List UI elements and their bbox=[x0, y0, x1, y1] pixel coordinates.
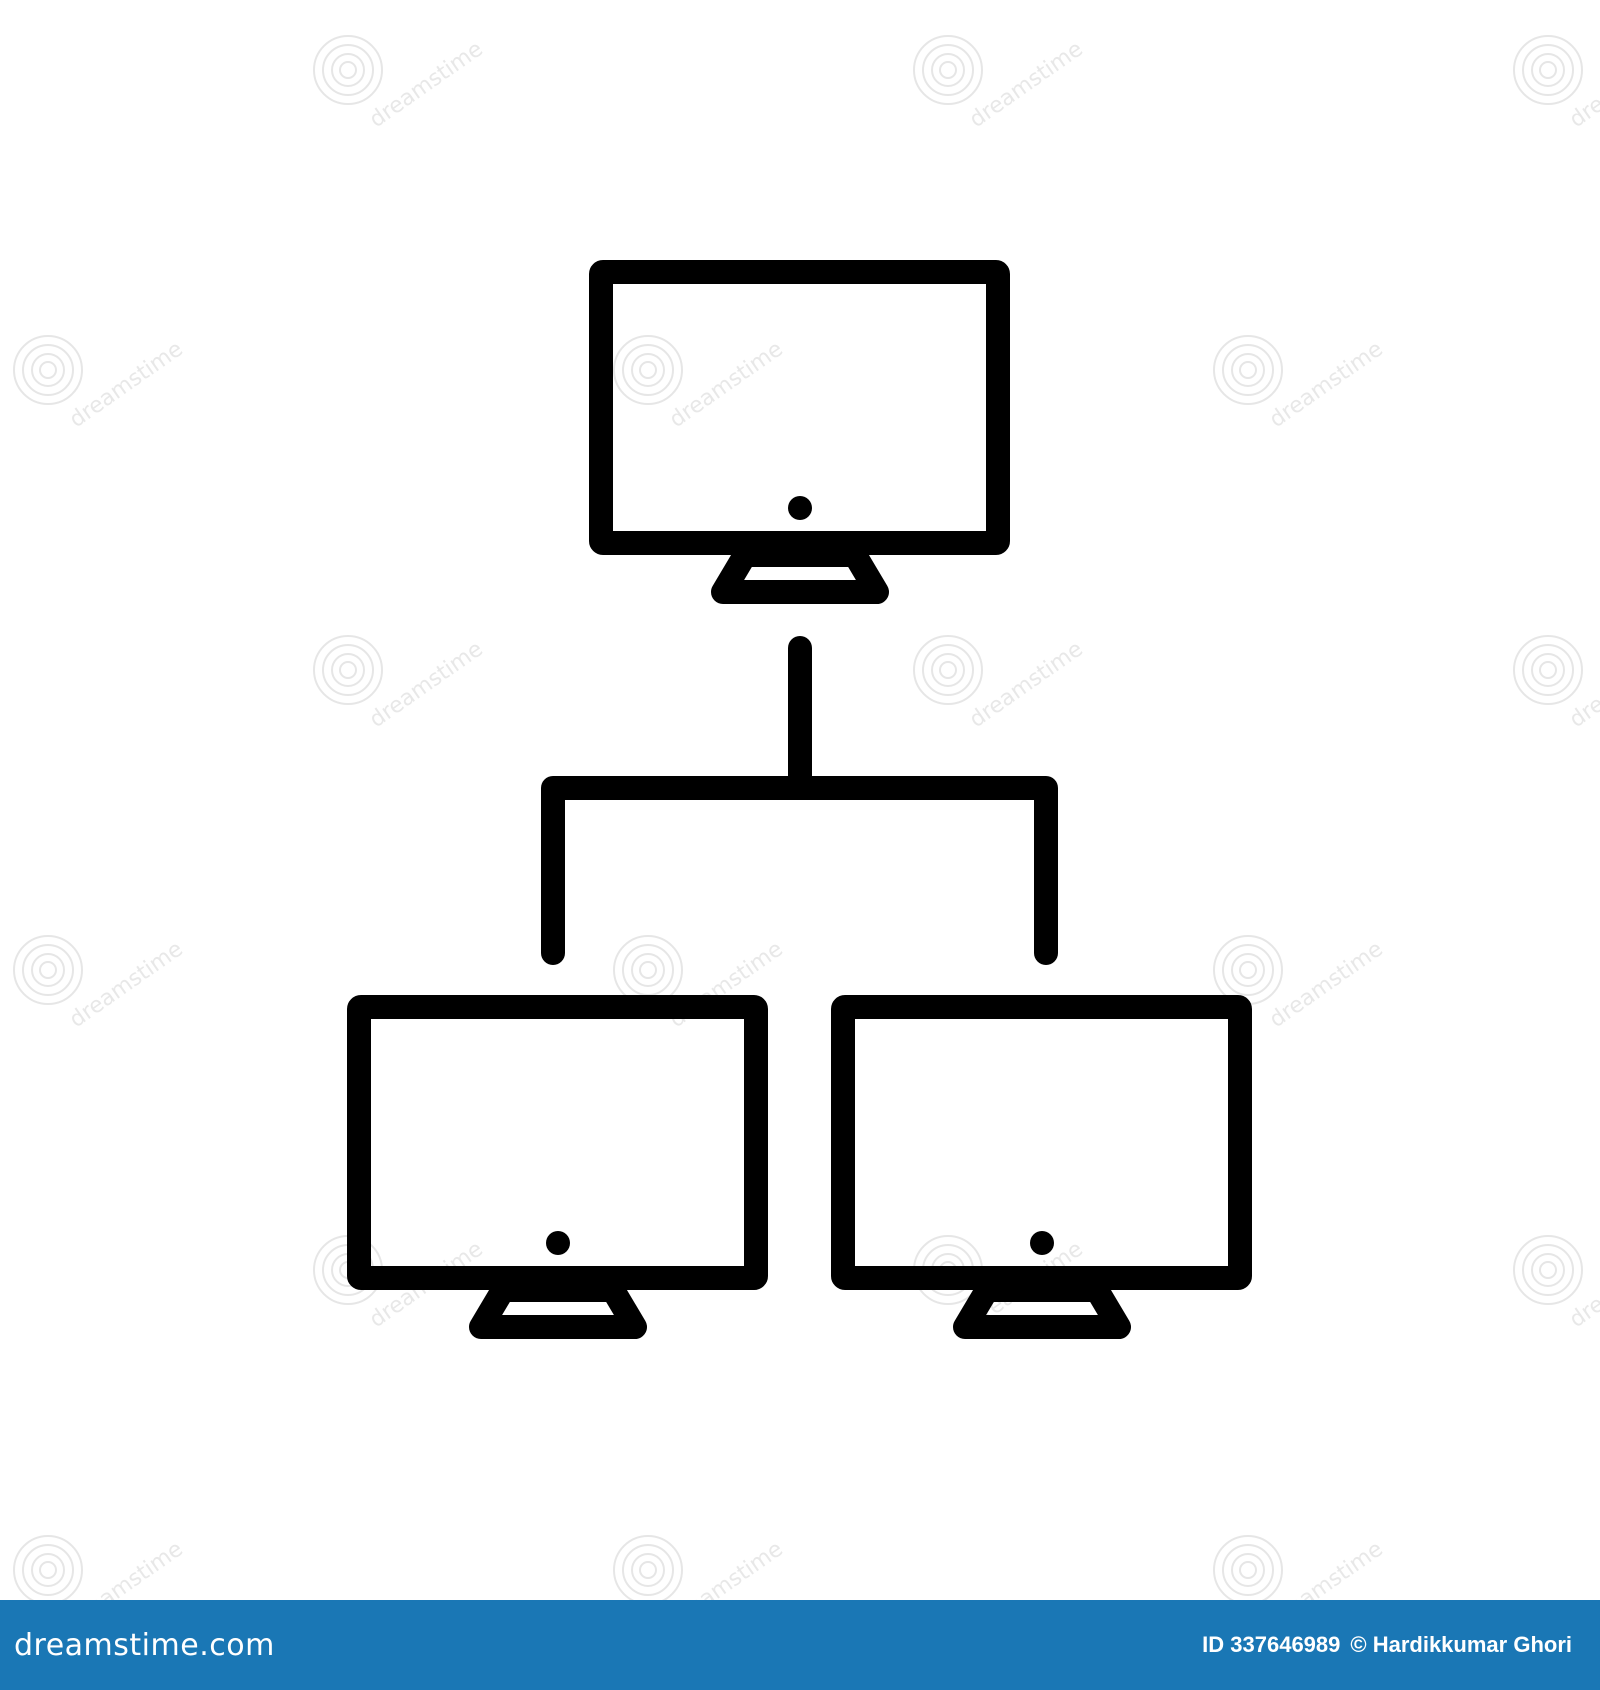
monitor-bottom-left-stand bbox=[469, 1278, 647, 1339]
network-hierarchy-icon bbox=[347, 260, 1252, 1339]
monitor-bottom-right-stand bbox=[953, 1278, 1131, 1339]
monitor-bottom-right-icon bbox=[831, 995, 1252, 1339]
image-id: ID 337646989 bbox=[1202, 1632, 1341, 1657]
author-credit: © Hardikkumar Ghori bbox=[1350, 1632, 1572, 1657]
monitor-top-icon bbox=[589, 260, 1010, 604]
monitor-bottom-left-power-dot bbox=[546, 1231, 570, 1255]
connector-lines bbox=[541, 636, 1058, 965]
footer-bar: dreamstime.com ID 337646989 © Hardikkuma… bbox=[0, 1600, 1600, 1690]
monitor-top-power-dot bbox=[788, 496, 812, 520]
brand-text: dreamstime.com bbox=[14, 1627, 275, 1663]
monitor-top-stand bbox=[711, 543, 889, 604]
connector-branch bbox=[541, 776, 1058, 965]
brand-logo[interactable]: dreamstime.com bbox=[14, 1628, 275, 1663]
image-credit: ID 337646989 © Hardikkumar Ghori bbox=[1202, 1632, 1572, 1658]
monitor-bottom-left-icon bbox=[347, 995, 768, 1339]
monitor-bottom-right-power-dot bbox=[1030, 1231, 1054, 1255]
